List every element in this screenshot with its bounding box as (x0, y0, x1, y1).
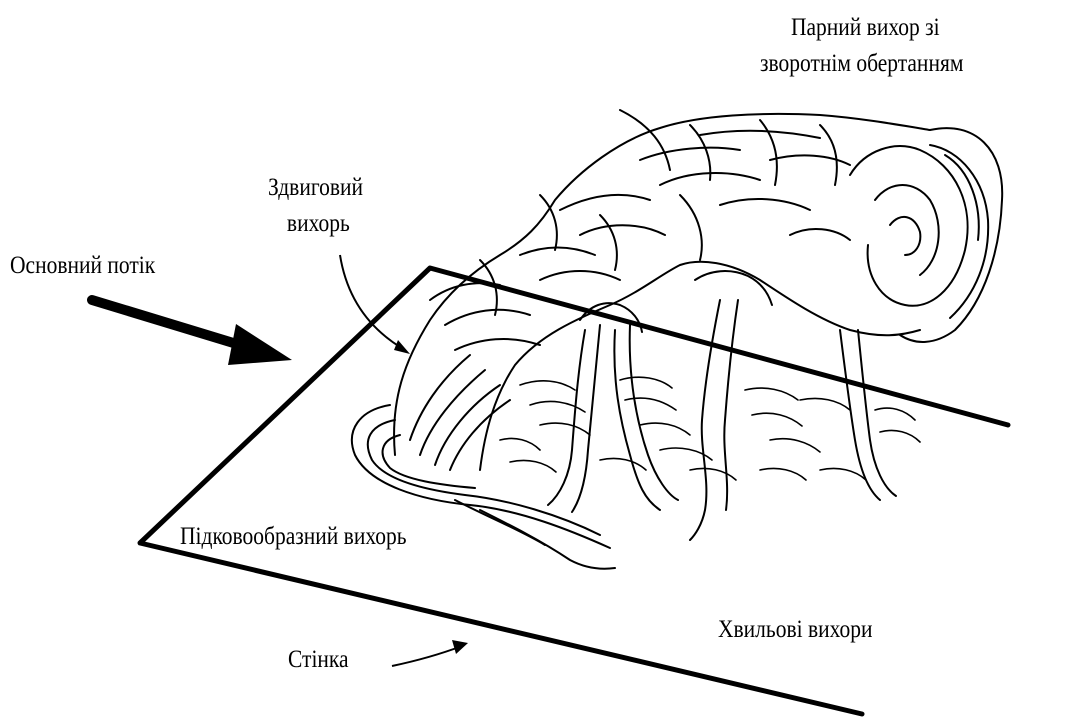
wall-label: Стінка (288, 642, 349, 678)
shear-vortex-label-line1: Здвиговий (268, 170, 363, 206)
wall-pointer (392, 646, 462, 666)
paired-vortex-label-line2: зворотнім обертанням (760, 46, 963, 82)
shear-vortex-label: Здвиговий вихорь (268, 170, 363, 242)
paired-vortex-label-line1: Парний вихор зі (760, 10, 963, 46)
main-flow-label: Основний потік (10, 248, 155, 284)
paired-vortex-label: Парний вихор зі зворотнім обертанням (760, 10, 963, 82)
shear-vortex-pointer-head (394, 340, 410, 354)
horseshoe-vortex-label: Підковообразний вихорь (180, 519, 407, 555)
wall-pointer-head (452, 640, 468, 654)
wave-vortex-swirls (500, 377, 920, 480)
wave-vortices-label: Хвильові вихори (718, 612, 873, 648)
main-flow-arrow (92, 300, 292, 365)
shear-vortex-label-line2: вихорь (268, 206, 363, 242)
